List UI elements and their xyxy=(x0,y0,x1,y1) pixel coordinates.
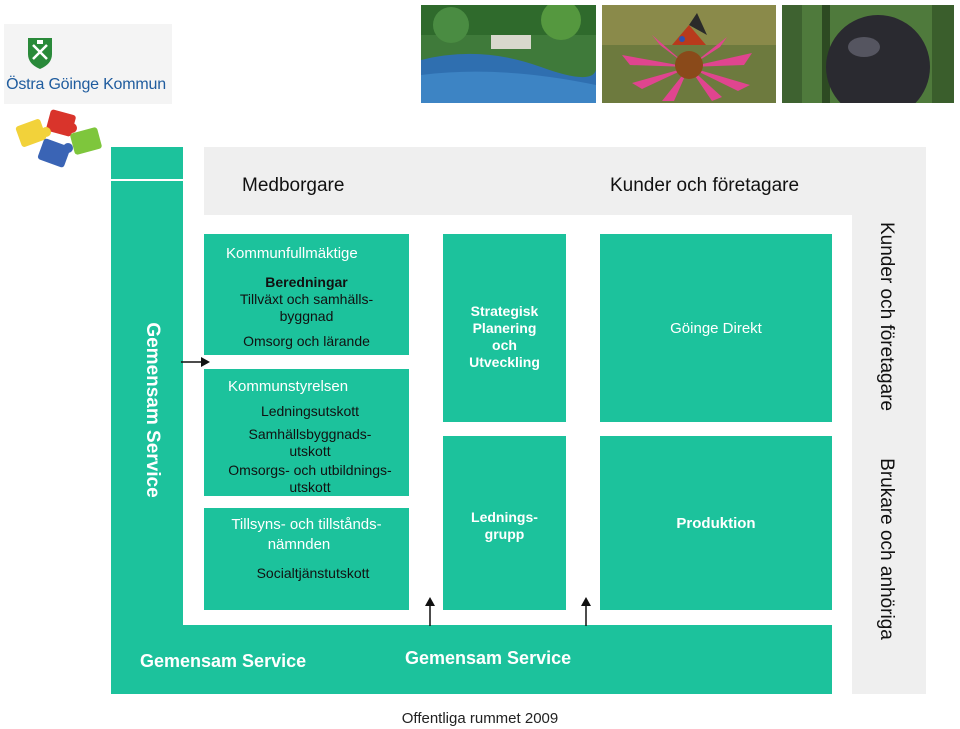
management-line: Lednings- xyxy=(471,509,538,525)
preparations-heading: Beredningar xyxy=(265,274,348,290)
board-title: Kommunstyrelsen xyxy=(228,378,349,395)
logo xyxy=(4,24,172,104)
arrow-right-icon xyxy=(181,357,210,367)
management-line: grupp xyxy=(484,526,525,542)
supervision-title: nämnden xyxy=(267,536,331,553)
goinge-direkt-label: Göinge Direkt xyxy=(670,320,762,337)
goinge-direkt-box: Göinge Direkt xyxy=(600,234,832,422)
strategy-line: och xyxy=(492,337,517,353)
common-service-bottom-mid-label: Gemensam Service xyxy=(405,648,572,668)
strategy-line: Planering xyxy=(472,320,537,336)
common-service-bottom-bar xyxy=(111,625,832,694)
butterfly-photo xyxy=(602,5,776,103)
committee-item: Omsorgs- och utbildnings- xyxy=(228,462,392,478)
common-service-left-bar xyxy=(111,147,183,694)
external-panel-top xyxy=(204,147,926,215)
committee-item: Ledningsutskott xyxy=(260,403,360,419)
preparation-item: byggnad xyxy=(279,308,334,324)
municipal-board-box: Kommunstyrelsen Ledningsutskott Samhälls… xyxy=(204,369,409,496)
management-group-label: Lednings- grupp xyxy=(443,509,566,543)
council-title: Kommunfullmäktige xyxy=(226,245,358,262)
strategy-box: Strategisk Planering och Utveckling xyxy=(443,234,566,422)
preparation-item: Tillväxt och samhälls- xyxy=(239,291,374,307)
external-panel-right xyxy=(852,147,926,694)
social-services-item: Socialtjänstutskott xyxy=(256,565,370,581)
arrow-up-icon xyxy=(581,597,591,626)
puzzle-icon xyxy=(15,109,102,168)
common-service-vertical-label: Gemensam Service xyxy=(142,322,163,498)
footer-text: Offentliga rummet 2009 xyxy=(401,710,559,727)
customers-label: Kunder och företagare xyxy=(610,175,800,196)
arrow-up-icon xyxy=(425,597,435,626)
customers-vertical-label: Kunder och företagare xyxy=(876,222,897,412)
supervision-title: Tillsyns- och tillstånds- xyxy=(231,516,382,533)
strategy-label: Strategisk Planering och Utveckling xyxy=(443,303,566,371)
production-label: Produktion xyxy=(676,515,756,532)
committee-item: utskott xyxy=(289,443,331,459)
strategy-line: Strategisk xyxy=(470,303,539,319)
committee-item: utskott xyxy=(289,479,331,495)
coat-of-arms-icon xyxy=(28,38,52,69)
management-group-box: Lednings- grupp xyxy=(443,436,566,610)
council-box: Kommunfullmäktige Beredningar Tillväxt o… xyxy=(204,234,409,355)
strategy-line: Utveckling xyxy=(469,354,540,370)
logo-text: Östra Göinge Kommun xyxy=(6,76,166,93)
users-relatives-vertical-label: Brukare och anhöriga xyxy=(876,458,897,640)
frame-gap xyxy=(111,179,183,181)
lake-photo xyxy=(421,5,596,103)
common-service-bottom-left-label: Gemensam Service xyxy=(140,651,307,671)
production-box: Produktion xyxy=(600,436,832,610)
sculpture-photo xyxy=(782,5,954,103)
committee-item: Samhällsbyggnads- xyxy=(248,426,372,442)
supervision-board-box: Tillsyns- och tillstånds- nämnden Social… xyxy=(204,508,409,610)
citizens-label: Medborgare xyxy=(242,175,345,196)
preparation-item: Omsorg och lärande xyxy=(243,333,370,349)
